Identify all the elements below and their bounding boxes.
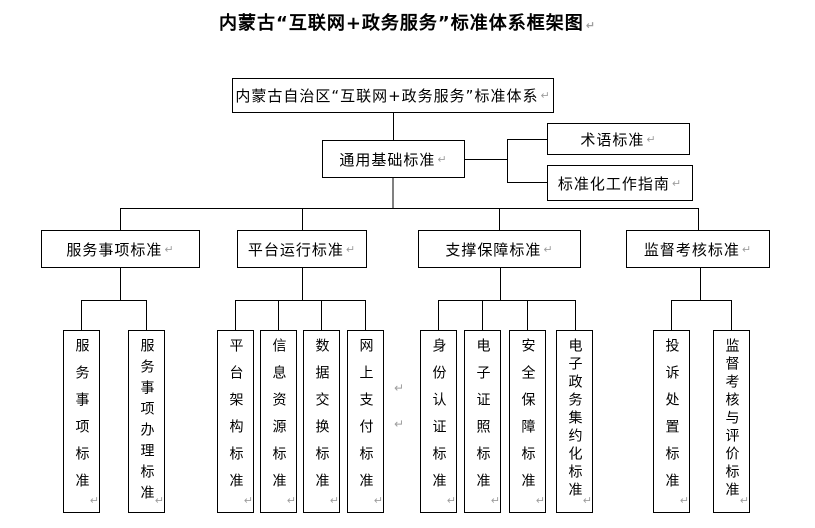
leaf-box-complaint-handling-standard: 投诉处置标准↵ xyxy=(653,330,690,513)
connector-drop-leaf xyxy=(321,300,322,330)
connector-root-general xyxy=(393,113,394,140)
connector-main-rail xyxy=(120,208,699,209)
terminology-label: 术语标准 xyxy=(580,130,645,149)
return-mark-icon: ↵ xyxy=(446,494,456,507)
connector-drop-leaf xyxy=(278,300,279,330)
branch-label-service-items: 服务事项标准 xyxy=(66,240,163,259)
return-mark-icon: ↵ xyxy=(679,494,689,507)
connector-bracket-guide xyxy=(507,182,547,183)
connector-bracket-terminology xyxy=(507,139,547,140)
connector-drop-branch-2 xyxy=(302,208,303,230)
return-mark-icon: ↵ xyxy=(671,176,683,190)
return-mark-icon: ↵ xyxy=(89,494,99,507)
branch-box-platform-operation: 平台运行标准↵ xyxy=(237,230,367,268)
leaf-label: 电子政务集约化标准 xyxy=(566,338,583,500)
leaf-box-service-items-standard: 服务事项标准↵ xyxy=(63,330,100,513)
connector-drop-leaf xyxy=(438,300,439,330)
guide-label: 标准化工作指南 xyxy=(557,174,670,193)
return-mark-icon: ↵ xyxy=(535,494,545,507)
connector-child-rail-2 xyxy=(235,300,366,301)
return-mark-icon: ↵ xyxy=(373,494,383,507)
terminology-standard-box: 术语标准↵ xyxy=(547,123,690,155)
connector-general-main-gray xyxy=(392,178,394,209)
leaf-label: 监督考核与评价标准 xyxy=(723,338,740,500)
connector-drop-branch-3 xyxy=(499,208,500,230)
return-mark-icon: ↵ xyxy=(286,494,296,507)
leaf-box-supervision-evaluation-standard: 监督考核与评价标准↵ xyxy=(713,330,750,513)
leaf-label: 网上支付标准 xyxy=(357,338,374,500)
connector-drop-branch-4 xyxy=(698,208,699,230)
connector-bracket-vertical xyxy=(507,139,508,183)
leaf-label: 平台架构标准 xyxy=(227,338,244,500)
branch-label-supervision-assessment: 监督考核标准 xyxy=(643,240,740,259)
return-mark-icon: ↵ xyxy=(585,19,596,32)
connector-drop-branch-1 xyxy=(120,208,121,230)
return-mark-icon: ↵ xyxy=(164,242,175,256)
leaf-label: 身份认证标准 xyxy=(430,338,447,500)
return-mark-icon: ↵ xyxy=(646,132,657,146)
connector-branch3-rail xyxy=(500,268,501,300)
connector-drop-leaf xyxy=(731,300,732,330)
root-label: 内蒙古自治区“互联网+政务服务”标准体系 xyxy=(235,87,539,105)
leaf-box-data-exchange-standard: 数据交换标准↵ xyxy=(303,330,340,513)
return-mark-icon: ↵ xyxy=(741,242,753,256)
branch-box-service-items: 服务事项标准↵ xyxy=(41,230,200,268)
connector-drop-leaf xyxy=(527,300,528,330)
return-mark-icon: ↵ xyxy=(582,494,592,507)
page-title: 内蒙古“互联网+政务服务”标准体系框架图↵ xyxy=(0,9,815,35)
connector-drop-leaf xyxy=(671,300,672,330)
connector-drop-leaf xyxy=(81,300,82,330)
return-mark-icon: ↵ xyxy=(154,494,164,507)
connector-branch2-rail xyxy=(302,268,303,300)
general-label: 通用基础标准 xyxy=(339,150,436,169)
connector-general-bracket xyxy=(465,159,507,160)
leaf-label: 安全保障标准 xyxy=(519,338,536,500)
leaf-box-online-payment-standard: 网上支付标准↵ xyxy=(347,330,384,513)
leaf-label: 投诉处置标准 xyxy=(663,338,680,500)
return-mark-icon: ↵ xyxy=(543,242,554,256)
leaf-label: 信息资源标准 xyxy=(270,338,287,500)
title-text: 内蒙古“互联网+政务服务”标准体系框架图 xyxy=(219,13,584,34)
connector-drop-leaf xyxy=(482,300,483,330)
connector-drop-leaf xyxy=(365,300,366,330)
connector-child-rail-1 xyxy=(81,300,147,301)
leaf-label: 数据交换标准 xyxy=(313,338,330,500)
connector-branch4-rail xyxy=(700,268,701,300)
leaf-box-identity-authentication-standard: 身份认证标准↵ xyxy=(420,330,457,513)
connector-drop-leaf xyxy=(146,300,147,330)
return-mark-icon: ↵ xyxy=(243,494,253,507)
leaf-box-electronic-license-standard: 电子证照标准↵ xyxy=(464,330,501,513)
root-box: 内蒙古自治区“互联网+政务服务”标准体系↵ xyxy=(232,78,554,113)
stray-return-mark-icon: ↵ xyxy=(394,381,405,395)
return-mark-icon: ↵ xyxy=(437,152,448,166)
branch-box-supervision-assessment: 监督考核标准↵ xyxy=(626,230,770,268)
branch-label-support-guarantee: 支撑保障标准 xyxy=(445,240,542,259)
connector-drop-leaf xyxy=(575,300,576,330)
connector-branch1-rail xyxy=(120,268,121,300)
connector-child-rail-3 xyxy=(438,300,576,301)
return-mark-icon: ↵ xyxy=(345,242,357,256)
leaf-label: 电子证照标准 xyxy=(474,338,491,500)
connector-child-rail-4 xyxy=(671,300,732,301)
leaf-box-service-items-handling-standard: 服务事项办理标准↵ xyxy=(128,330,165,513)
branch-box-support-guarantee: 支撑保障标准↵ xyxy=(418,230,581,268)
stray-return-mark-icon: ↵ xyxy=(394,417,405,431)
return-mark-icon: ↵ xyxy=(490,494,500,507)
leaf-label: 服务事项办理标准 xyxy=(138,338,155,506)
connector-drop-leaf xyxy=(235,300,236,330)
branch-label-platform-operation: 平台运行标准 xyxy=(247,240,344,259)
leaf-box-platform-architecture-standard: 平台架构标准↵ xyxy=(217,330,254,513)
return-mark-icon: ↵ xyxy=(739,494,749,507)
leaf-box-egov-intensification-standard: 电子政务集约化标准↵ xyxy=(556,330,593,513)
leaf-box-information-resources-standard: 信息资源标准↵ xyxy=(260,330,297,513)
general-basic-standards-box: 通用基础标准↵ xyxy=(322,140,465,178)
standardization-guide-box: 标准化工作指南↵ xyxy=(547,165,693,201)
return-mark-icon: ↵ xyxy=(540,89,551,102)
leaf-box-security-guarantee-standard: 安全保障标准↵ xyxy=(509,330,546,513)
leaf-label: 服务事项标准 xyxy=(73,338,90,500)
return-mark-icon: ↵ xyxy=(329,494,339,507)
